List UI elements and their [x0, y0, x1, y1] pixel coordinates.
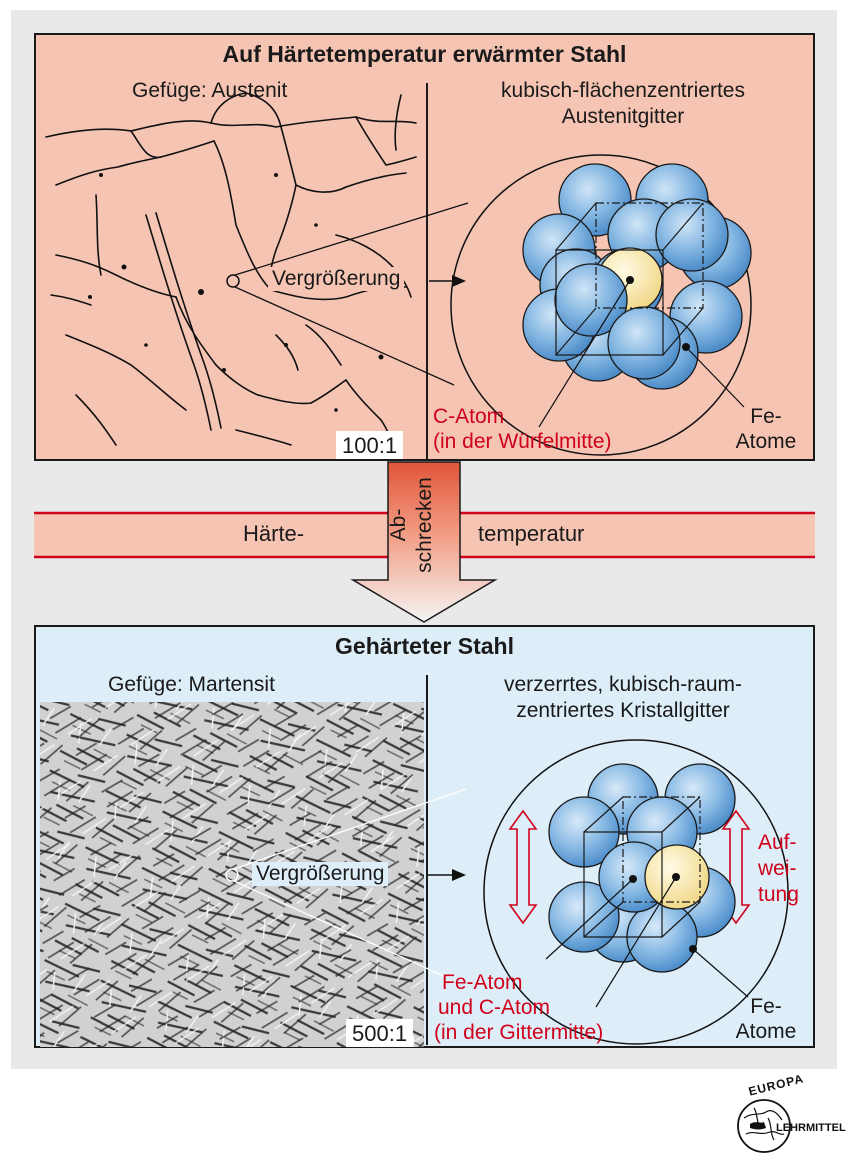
unit-cell-lines: [583, 796, 701, 938]
fe-atoms-label-2: Atome: [735, 430, 797, 453]
austenite-title: Auf Härtetemperatur erwärmter Stahl: [222, 41, 627, 67]
martensite-panel: Gehärteter Stahl Gefüge: Martensit verze…: [34, 625, 815, 1048]
magnification-arrow-head: [452, 275, 466, 287]
martensite-structure-label: Gefüge: Martensit: [108, 673, 275, 696]
panel-divider: [426, 675, 428, 1045]
micrograph-specks: [88, 173, 384, 412]
zoom-line-lower: [233, 880, 447, 978]
panel-divider: [426, 83, 428, 459]
austenite-micrograph: [45, 92, 417, 451]
fe-atoms-leader-line: [692, 948, 749, 998]
expansion-label-1: Auf-: [758, 831, 797, 854]
logo-side-text: LEHRMITTEL: [776, 1122, 846, 1134]
magnification-spot: [226, 274, 240, 288]
martensite-magnification-label: Vergrößerung: [252, 862, 389, 886]
magnification-arrow-head: [452, 869, 466, 881]
austenite-panel: Auf Härtetemperatur erwärmter Stahl Gefü…: [34, 33, 815, 461]
fe-c-leader-line-1: [545, 878, 634, 960]
fe-c-leader-line-2: [595, 876, 677, 1008]
quench-label-2: schrecken: [413, 477, 436, 573]
zoom-line-lower: [234, 286, 455, 386]
expansion-label-2: wei-: [758, 857, 797, 880]
bcc-lattice-label-1: verzerrtes, kubisch-raum-: [503, 673, 743, 696]
martensite-drawing: [40, 702, 789, 1047]
fe-c-atom-label-2: und C-Atom: [438, 996, 551, 1019]
fe-c-atom-label-1: Fe-Atom: [442, 971, 523, 994]
martensite-title: Gehärteter Stahl: [335, 633, 514, 659]
c-atom-label-1: C-Atom: [433, 405, 505, 428]
fe-c-atom-label-3: (in der Gittermitte): [434, 1021, 604, 1044]
fe-atoms-label-2: Atome: [735, 1020, 797, 1043]
bcc-lattice-label-2: zentriertes Kristallgitter: [516, 699, 730, 722]
expansion-label-3: tung: [758, 883, 799, 906]
expansion-arrow-right: [721, 809, 751, 925]
band-label-left: Härte-: [243, 521, 305, 546]
fe-atoms-label-1: Fe-: [750, 995, 782, 1018]
fcc-lattice-label-2: Austenitgitter: [561, 105, 685, 128]
austenite-drawing: [45, 92, 752, 456]
austenite-structure-label: Gefüge: Austenit: [132, 79, 288, 102]
globe-icon: [737, 1099, 791, 1153]
fe-atom: [655, 198, 729, 272]
magnification-spot: [225, 868, 239, 882]
c-atom-label-2: (in der Würfelmitte): [433, 430, 612, 453]
fe-atoms-leader-line: [685, 346, 745, 408]
fe-atoms-label-1: Fe-: [750, 405, 782, 428]
expansion-arrow-left: [508, 809, 538, 925]
fe-atom: [554, 263, 628, 337]
c-atom-leader-line: [538, 279, 631, 428]
fe-atom: [607, 306, 681, 380]
quench-label-1: Ab-: [387, 508, 410, 542]
unit-cell-lines: [555, 202, 704, 356]
martensite-scale-ratio: 500:1: [346, 1019, 414, 1047]
band-label-right: temperatur: [478, 521, 585, 546]
zoom-line-upper: [233, 788, 467, 870]
austenite-scale-ratio: 100:1: [336, 431, 404, 459]
austenite-magnification-label: Vergrößerung: [268, 267, 405, 291]
europa-lehrmittel-logo: EUROPA LEHRMITTEL: [730, 1071, 846, 1158]
zoom-line-upper: [234, 202, 469, 276]
fcc-lattice-label-1: kubisch-flächenzentriertes: [501, 79, 745, 102]
